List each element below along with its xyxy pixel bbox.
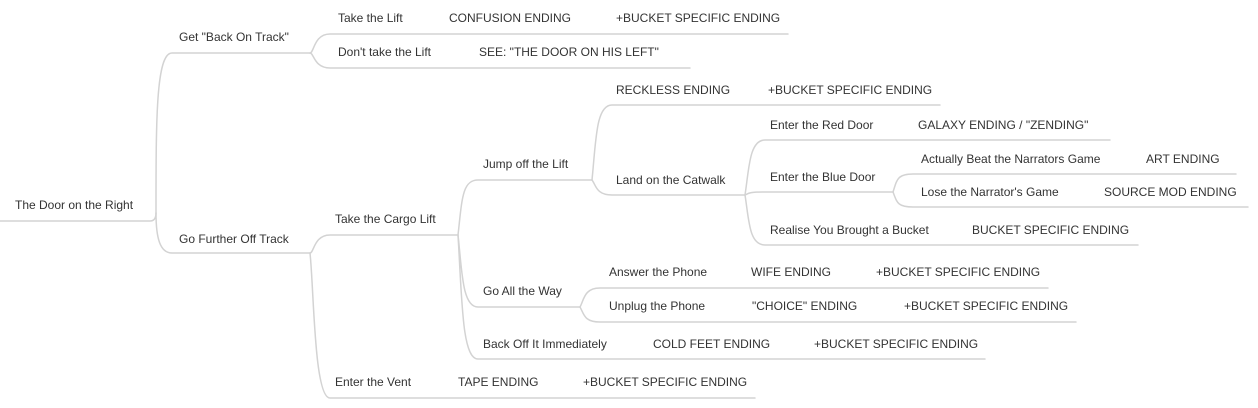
- connector-cargo-lift: [309, 234, 459, 254]
- node-answer-phone[interactable]: Answer the Phone: [609, 265, 708, 279]
- node-wife-bucket-ending[interactable]: +BUCKET SPECIFIC ENDING: [876, 265, 1041, 279]
- connector-reckless: [591, 104, 941, 181]
- node-tape-ending[interactable]: TAPE ENDING: [458, 375, 539, 389]
- node-jump-off-lift[interactable]: Jump off the Lift: [483, 157, 569, 171]
- connector-answer-phone: [579, 287, 1049, 308]
- node-reckless-ending[interactable]: RECKLESS ENDING: [616, 83, 731, 97]
- connector-blue-door: [744, 191, 894, 196]
- node-galaxy-ending[interactable]: GALAXY ENDING / "ZENDING": [918, 118, 1089, 132]
- connector-vent: [309, 252, 756, 399]
- node-confusion-ending[interactable]: CONFUSION ENDING: [449, 11, 572, 25]
- connector-lose-game: [892, 191, 1249, 208]
- node-lose-narrators-game[interactable]: Lose the Narrator's Game: [921, 185, 1059, 199]
- node-art-ending[interactable]: ART ENDING: [1146, 152, 1220, 166]
- node-cold-feet-ending[interactable]: COLD FEET ENDING: [653, 337, 771, 351]
- node-confusion-bucket-ending[interactable]: +BUCKET SPECIFIC ENDING: [616, 11, 781, 25]
- node-enter-blue-door[interactable]: Enter the Blue Door: [770, 170, 876, 184]
- node-dont-take-the-lift[interactable]: Don't take the Lift: [338, 45, 432, 59]
- node-realise-bucket[interactable]: Realise You Brought a Bucket: [770, 223, 929, 237]
- connector-dont-take-lift: [309, 52, 691, 69]
- node-bucket-specific-ending[interactable]: BUCKET SPECIFIC ENDING: [972, 223, 1130, 237]
- node-take-the-lift[interactable]: Take the Lift: [338, 11, 403, 25]
- node-tape-bucket-ending[interactable]: +BUCKET SPECIFIC ENDING: [583, 375, 748, 389]
- node-choice-ending[interactable]: "CHOICE" ENDING: [752, 299, 858, 313]
- node-back-on-track[interactable]: Get "Back On Track": [179, 30, 289, 44]
- node-unplug-phone[interactable]: Unplug the Phone: [609, 299, 706, 313]
- node-back-off-immediately[interactable]: Back Off It Immediately: [483, 337, 607, 351]
- connector-unplug-phone: [579, 306, 1077, 323]
- node-further-off-track[interactable]: Go Further Off Track: [179, 232, 289, 246]
- connector-beat-game: [892, 173, 1237, 193]
- node-choice-bucket-ending[interactable]: +BUCKET SPECIFIC ENDING: [904, 299, 1069, 313]
- connector-red-door: [744, 139, 1111, 196]
- connector-take-lift: [309, 33, 789, 54]
- connector-further-off-track: [155, 212, 311, 254]
- connector-root: [0, 212, 157, 222]
- node-wife-ending[interactable]: WIFE ENDING: [751, 265, 831, 279]
- node-take-cargo-lift[interactable]: Take the Cargo Lift: [335, 212, 436, 226]
- node-source-mod-ending[interactable]: SOURCE MOD ENDING: [1104, 185, 1237, 199]
- node-see-door-on-left[interactable]: SEE: "THE DOOR ON HIS LEFT": [479, 45, 659, 59]
- node-enter-red-door[interactable]: Enter the Red Door: [770, 118, 874, 132]
- connector-catwalk: [591, 179, 746, 196]
- node-cold-feet-bucket-ending[interactable]: +BUCKET SPECIFIC ENDING: [814, 337, 979, 351]
- node-go-all-the-way[interactable]: Go All the Way: [483, 284, 562, 298]
- node-beat-narrators-game[interactable]: Actually Beat the Narrators Game: [921, 152, 1101, 166]
- node-enter-vent[interactable]: Enter the Vent: [335, 375, 412, 389]
- connector-back-off: [457, 234, 986, 360]
- node-reckless-bucket-ending[interactable]: +BUCKET SPECIFIC ENDING: [768, 83, 933, 97]
- connector-jump-off: [457, 179, 593, 236]
- node-root[interactable]: The Door on the Right: [15, 198, 134, 212]
- connector-back-on-track: [155, 52, 311, 214]
- connector-bucket: [744, 194, 1139, 246]
- node-land-on-catwalk[interactable]: Land on the Catwalk: [616, 173, 726, 187]
